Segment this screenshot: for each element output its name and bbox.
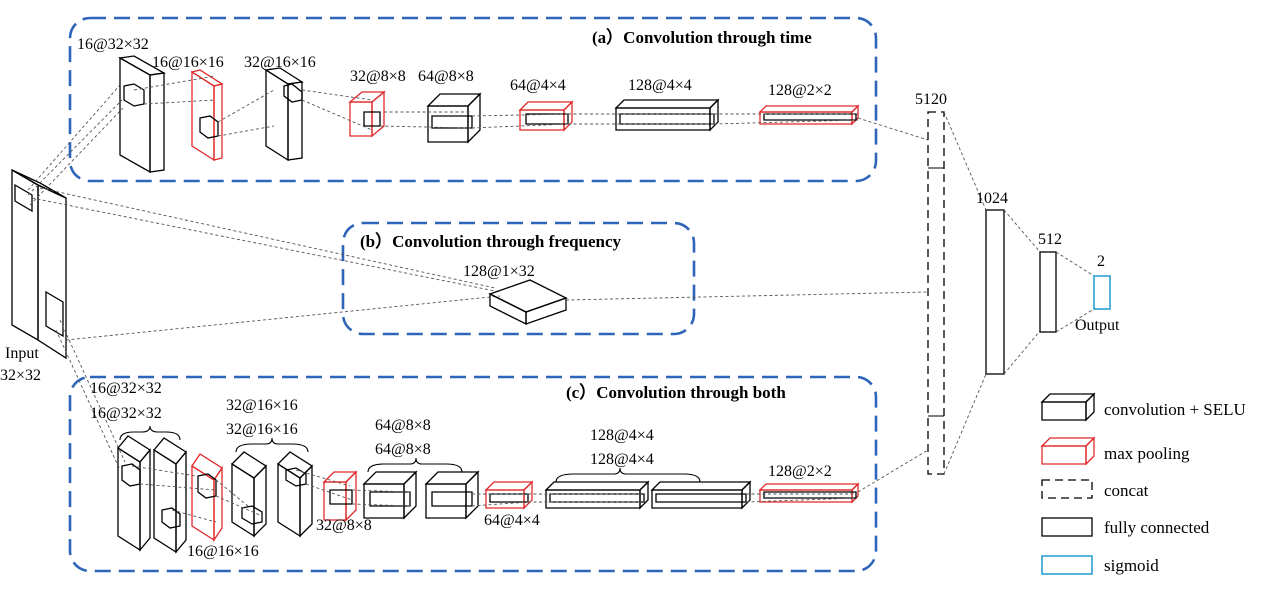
both-conv-2b [276,451,314,538]
both-label-6: 64@8×8 [375,441,431,458]
legend-conv-label: convolution + SELU [1104,400,1246,419]
both-pool-2 [322,470,358,522]
legend: convolution + SELU max pooling concat fu… [1040,392,1246,575]
freq-label: 128@1×32 [463,263,535,280]
both-label-2: 16@32×32 [90,405,162,422]
brace-both-3 [367,457,463,473]
both-label-7: 128@4×4 [590,427,654,444]
both-label-11: 32@8×8 [316,517,372,534]
legend-sigmoid-label: sigmoid [1104,556,1159,575]
group-frequency-title: (b）Convolution through frequency [360,231,622,251]
output-size-label: 2 [1097,253,1105,270]
group-both-box [68,375,878,573]
fc1-layer [985,209,1005,375]
legend-pool-swatch [1040,436,1096,466]
both-conv-1b [153,437,187,554]
group-time-box [68,16,878,183]
both-label-4: 32@16×16 [226,421,298,438]
input-connectors [27,84,501,471]
both-pool-3 [484,480,534,510]
input-kernel-both [45,290,64,338]
both-label-5: 64@8×8 [375,417,431,434]
legend-concat-label: concat [1104,481,1149,500]
group-time-title: (a）Convolution through time [592,27,812,47]
both-label-10: 16@16×16 [187,543,259,560]
both-label-3: 32@16×16 [226,397,298,414]
time-pool-1 [190,69,224,162]
brace-both-1 [119,425,181,441]
legend-sigmoid-swatch [1041,555,1093,575]
input-volume [11,168,67,360]
time-conv-2 [264,67,304,162]
input-size-label: 32×32 [0,367,41,384]
time-label-7: 128@4×4 [628,77,692,94]
input-label: Input [5,345,39,362]
both-conv-4b [650,480,752,510]
time-label-6: 64@4×4 [510,77,566,94]
both-label-9: 128@2×2 [768,463,832,480]
both-label-8: 128@4×4 [590,451,654,468]
time-label-1: 16@32×32 [77,36,149,53]
both-conv-1a [117,435,151,552]
time-conv-4 [614,98,720,132]
input-kernel-time [14,183,33,213]
fc2-size-label: 512 [1038,231,1062,248]
time-label-5: 64@8×8 [418,68,474,85]
time-label-8: 128@2×2 [768,82,832,99]
group-frequency-box [341,221,696,336]
both-label-12: 64@4×4 [484,512,540,529]
branch-frequency [488,279,929,326]
time-conv-3 [426,92,482,144]
legend-conv-swatch [1040,392,1096,422]
concat-layer [927,111,945,475]
output-layer [1093,275,1111,310]
output-label: Output [1075,317,1120,334]
legend-fc-swatch [1041,517,1093,537]
both-label-1: 16@32×32 [90,380,162,397]
both-conv-2a [230,451,268,538]
legend-fc-label: fully connected [1104,518,1210,537]
legend-concat-swatch [1041,479,1093,499]
time-label-2: 16@16×16 [152,54,224,71]
fc1-size-label: 1024 [976,190,1008,207]
time-label-4: 32@8×8 [350,68,406,85]
fc2-layer [1039,251,1057,333]
time-pool-3 [518,100,574,132]
brace-both-4 [555,467,701,483]
concat-size-label: 5120 [915,91,947,108]
both-conv-4a [544,480,650,510]
time-label-3: 32@16×16 [244,54,316,71]
legend-pool-label: max pooling [1104,444,1190,463]
both-conv-3a [362,470,418,520]
time-pool-2 [348,90,386,138]
brace-both-2 [235,437,309,453]
group-both-title: (c）Convolution through both [566,382,786,402]
branch-time [118,55,929,174]
both-conv-3b [424,470,480,520]
time-conv-1 [118,55,166,174]
branch-both [117,435,929,554]
